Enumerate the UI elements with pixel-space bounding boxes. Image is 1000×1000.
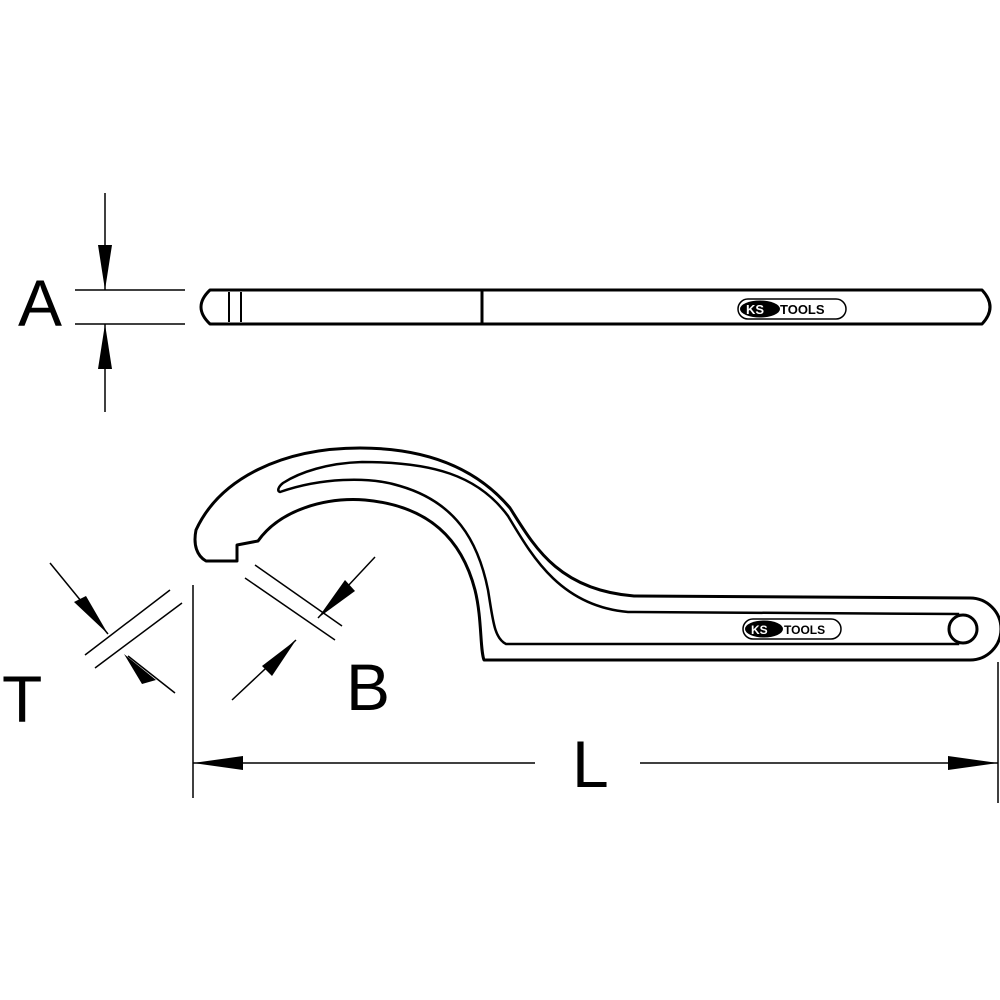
brand-logo-side: KS TOOLS: [737, 298, 847, 320]
dimension-label-L: L: [572, 727, 609, 801]
arrow-diagonal-down-left-icon: [318, 580, 355, 618]
dimension-T: T: [2, 562, 183, 736]
arrow-diagonal-up-icon: [124, 654, 156, 684]
dimension-label-A: A: [18, 266, 62, 340]
brand-logo-side-text: TOOLS: [780, 302, 825, 317]
spanner-side-body: [199, 288, 992, 326]
dimension-B: B: [231, 556, 390, 724]
dimension-A: A: [18, 193, 185, 412]
spanner-side-view: KS TOOLS: [199, 288, 992, 326]
brand-logo-front-text: TOOLS: [784, 623, 825, 637]
spanner-front-view: KS TOOLS: [193, 446, 1000, 662]
spanner-inner-slot: [277, 460, 960, 646]
svg-text:KS: KS: [751, 623, 768, 637]
dimension-label-B: B: [346, 650, 390, 724]
spanner-body-outline: [193, 446, 1000, 662]
dimension-label-T: T: [2, 662, 42, 736]
brand-logo-front: KS TOOLS: [742, 618, 842, 640]
arrow-right-icon: [948, 756, 998, 770]
arrow-up-icon: [98, 324, 112, 369]
dimension-L: L: [192, 585, 999, 803]
arrow-left-icon: [193, 756, 243, 770]
svg-text:KS: KS: [746, 302, 764, 317]
arrow-down-icon: [98, 245, 112, 290]
arrow-diagonal-down-icon: [74, 596, 108, 634]
arrow-diagonal-up-right-icon: [262, 640, 296, 676]
hang-hole: [947, 613, 979, 645]
